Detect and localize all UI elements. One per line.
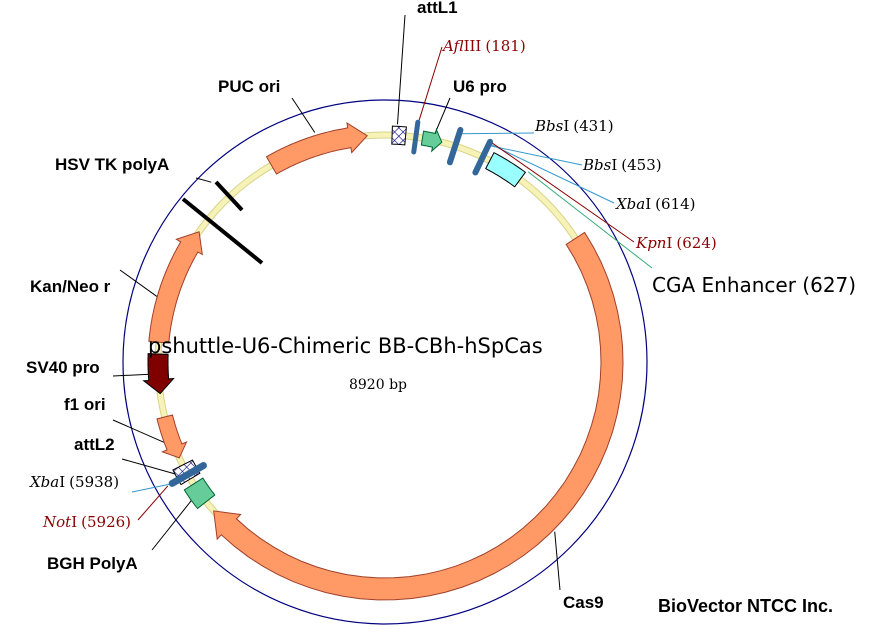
feature-kan-neo-r (148, 231, 203, 344)
leader-afliii (416, 46, 443, 127)
site-bbsi-431: BbsI(431) (534, 117, 614, 135)
feature-bgh-polya (183, 477, 216, 510)
feature-f1-ori (156, 414, 188, 459)
feature-puc-ori (265, 122, 368, 175)
leader-puc-ori (291, 97, 316, 133)
site-kpni-624: KpnI(624) (635, 234, 717, 252)
site-bar-xbai-noti (168, 462, 207, 487)
leader-attl2 (121, 458, 178, 476)
leader-cga-enhancer (527, 171, 653, 269)
site-bar-bbsi-453 (472, 138, 494, 176)
label-cas9: Cas9 (563, 593, 604, 612)
leader-kpni-624 (490, 141, 635, 243)
feature-u6-pro (420, 127, 443, 153)
label-kan-neo-r: Kan/Neo r (30, 277, 111, 296)
leader-xbai-5938 (131, 483, 172, 493)
label-attl2: attL2 (74, 435, 115, 454)
site-xbai-614: XbaI(614) (615, 195, 696, 213)
feature-attl1 (391, 125, 407, 146)
label-u6-pro: U6 pro (453, 77, 507, 96)
leader-noti-5926 (137, 485, 169, 521)
label-bgh-polya: BGH PolyA (47, 554, 138, 573)
plasmid-size: 8920 bp (349, 377, 407, 393)
hsv-tk-polya-mark-short (214, 180, 244, 212)
leader-bbsi-453 (488, 144, 583, 166)
label-hsv-tk-polya: HSV TK polyA (55, 155, 169, 174)
site-noti-5926: NotI(5926) (42, 513, 131, 531)
leader-bbsi-431 (459, 132, 535, 135)
leader-hsv-tk-polya (195, 177, 212, 183)
outer-ring (122, 99, 648, 625)
feature-sv40-pro (142, 353, 175, 395)
leader-xbai-614 (488, 143, 615, 204)
brand-label: BioVector NTCC Inc. (658, 596, 833, 616)
feature-cga-enhancer (485, 152, 527, 188)
label-sv40-pro: SV40 pro (26, 358, 100, 377)
leader-kan-neo-r (119, 269, 158, 298)
leader-f1-ori (112, 419, 165, 443)
plasmid-name: pshuttle-U6-Chimeric BB-CBh-hSpCas (148, 334, 543, 358)
label-attl1: attL1 (417, 0, 458, 17)
label-puc-ori: PUC ori (218, 77, 280, 96)
leader-bgh-polya (151, 499, 193, 551)
site-bbsi-453: BbsI(453) (582, 156, 662, 174)
site-afliii: AflIII(181) (441, 37, 526, 55)
label-f1-ori: f1 ori (64, 395, 106, 414)
site-bar-afliii (411, 119, 421, 155)
leader-attl1 (397, 14, 406, 125)
feature-cas9 (213, 231, 624, 601)
site-xbai-5938: XbaI(5938) (29, 473, 119, 491)
leader-cas9 (554, 531, 561, 591)
site-bar-bbsi-431 (446, 126, 464, 166)
hsv-tk-polya-mark-long (181, 197, 264, 265)
label-cga-enhancer: CGA Enhancer (627) (652, 273, 856, 297)
